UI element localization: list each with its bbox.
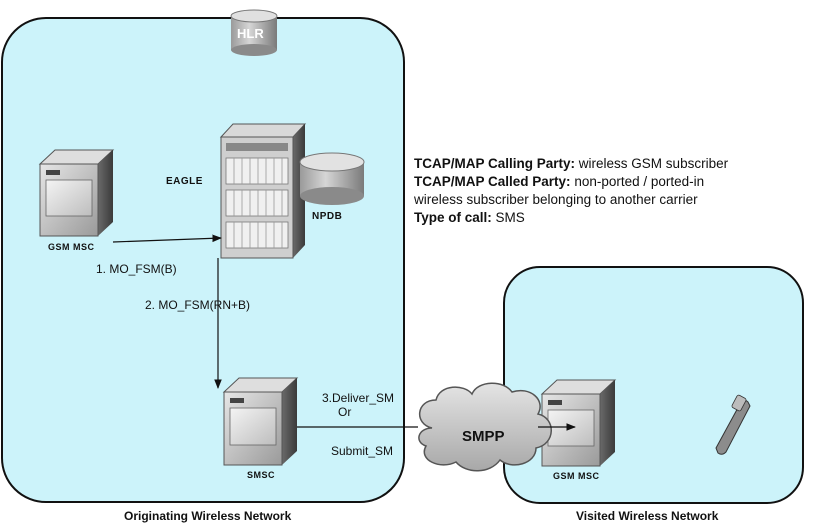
originating-network-caption: Originating Wireless Network: [124, 509, 292, 523]
info-called-label: TCAP/MAP Called Party:: [414, 174, 571, 189]
hlr-icon: [230, 9, 278, 56]
message-1-label: 1. MO_FSM(B): [96, 262, 177, 276]
info-type-of-call: Type of call: SMS: [414, 209, 525, 227]
originating-network-region: [1, 17, 405, 503]
gsm-msc-visited-label: GSM MSC: [553, 471, 600, 481]
message-3-line1: 3.Deliver_SM: [322, 391, 395, 405]
info-calling-value: wireless GSM subscriber: [578, 156, 729, 171]
smsc-label: SMSC: [247, 470, 276, 480]
eagle-rack-icon: [219, 123, 307, 259]
mobile-phone-icon: [715, 394, 751, 455]
info-calling-label: TCAP/MAP Calling Party:: [414, 156, 576, 171]
gsm-msc-origin-label: GSM MSC: [48, 242, 95, 252]
info-called-value: non-ported / ported-in: [574, 174, 705, 189]
eagle-label: EAGLE: [166, 176, 203, 187]
arrow-msg1-msc-to-eagle: [112, 234, 222, 243]
message-2-label: 2. MO_FSM(RN+B): [145, 298, 251, 312]
hlr-label: HLR: [237, 26, 264, 41]
info-calling-party: TCAP/MAP Calling Party: wireless GSM sub…: [414, 155, 728, 173]
gsm-msc-origin-icon: [38, 149, 115, 237]
info-type-label: Type of call:: [414, 210, 492, 225]
message-3-line2: Or: [338, 405, 352, 419]
info-called-party-cont: wireless subscriber belonging to another…: [414, 192, 698, 207]
npdb-database-icon: [299, 152, 365, 205]
visited-network-region: [503, 266, 804, 504]
smpp-cloud-icon: [418, 382, 552, 472]
info-called-party: TCAP/MAP Called Party: non-ported / port…: [414, 173, 704, 191]
smsc-icon: [222, 377, 299, 466]
npdb-label: NPDB: [312, 211, 343, 222]
gsm-msc-visited-icon: [540, 379, 617, 467]
info-type-value: SMS: [495, 210, 525, 225]
message-3-line3: Submit_SM: [331, 444, 394, 458]
visited-network-caption: Visited Wireless Network: [576, 509, 719, 523]
smpp-label: SMPP: [462, 428, 505, 445]
